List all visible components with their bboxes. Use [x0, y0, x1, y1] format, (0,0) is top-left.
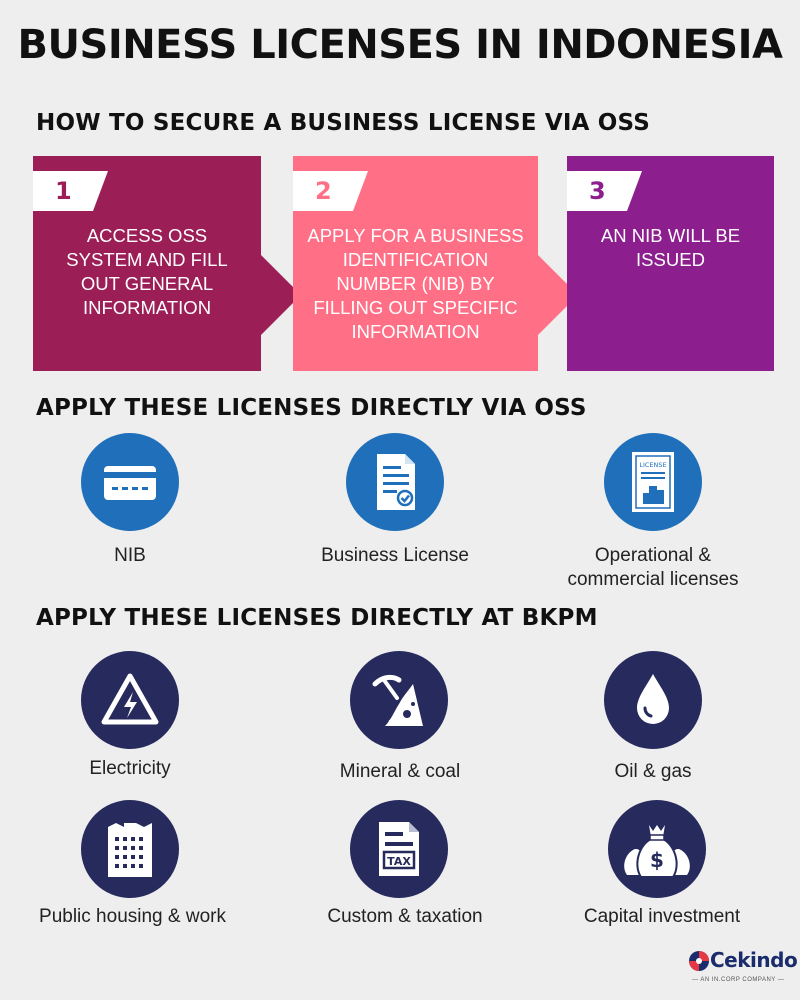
step-text: ACCESS OSS SYSTEM AND FILL OUT GENERAL I… [66, 225, 228, 318]
dollar-sign-text: $ [650, 848, 664, 872]
card-icon [81, 433, 179, 531]
license-label-capital: Capital investment [583, 906, 741, 927]
license-label-custom: Custom & taxation [327, 906, 483, 927]
license-certificate-icon: LICENSE [604, 433, 702, 531]
money-bags-icon: $ [608, 800, 706, 898]
step-number-badge: 2 [293, 171, 368, 211]
brand-name: Cekindo [710, 948, 798, 972]
logo-mark-icon [689, 951, 709, 971]
step-text: AN NIB WILL BE ISSUED [600, 225, 741, 270]
tax-document-icon: TAX [350, 800, 448, 898]
license-label-nib: NIB [114, 545, 146, 566]
section-heading-oss-licenses: APPLY THESE LICENSES DIRECTLY VIA OSS [36, 395, 587, 421]
license-icon-text: LICENSE [639, 461, 666, 469]
step-card-3: 3 AN NIB WILL BE ISSUED [567, 156, 774, 371]
section-heading-oss-steps: HOW TO SECURE A BUSINESS LICENSE VIA OSS [36, 110, 651, 136]
license-label-business: Business License [321, 545, 469, 566]
license-label-oil-gas: Oil & gas [614, 761, 692, 782]
brand-logo: Cekindo — AN IN.CORP COMPANY — [688, 944, 798, 994]
step-card-1: 1 ACCESS OSS SYSTEM AND FILL OUT GENERAL… [33, 156, 261, 371]
oil-drop-icon [604, 651, 702, 749]
license-label-housing: Public housing & work [39, 906, 226, 927]
document-check-icon [346, 433, 444, 531]
step-number-badge: 1 [33, 171, 108, 211]
brand-tagline: — AN IN.CORP COMPANY — [692, 977, 785, 983]
page-title: BUSINESS LICENSES IN INDONESIA [17, 22, 783, 68]
tax-icon-text: TAX [387, 855, 411, 868]
license-label-electricity: Electricity [89, 758, 171, 779]
license-label-operational: Operational & commercial licenses [567, 545, 739, 590]
pickaxe-mining-icon [350, 651, 448, 749]
step-card-2: 2 APPLY FOR A BUSINESS IDENTIFICATION NU… [293, 156, 538, 371]
high-voltage-icon [81, 651, 179, 749]
license-label-mineral: Mineral & coal [339, 761, 461, 782]
step-number-badge: 3 [567, 171, 642, 211]
step-text: APPLY FOR A BUSINESS IDENTIFICATION NUMB… [307, 225, 524, 342]
building-icon [81, 800, 179, 898]
section-heading-bkpm-licenses: APPLY THESE LICENSES DIRECTLY AT BKPM [36, 605, 598, 631]
